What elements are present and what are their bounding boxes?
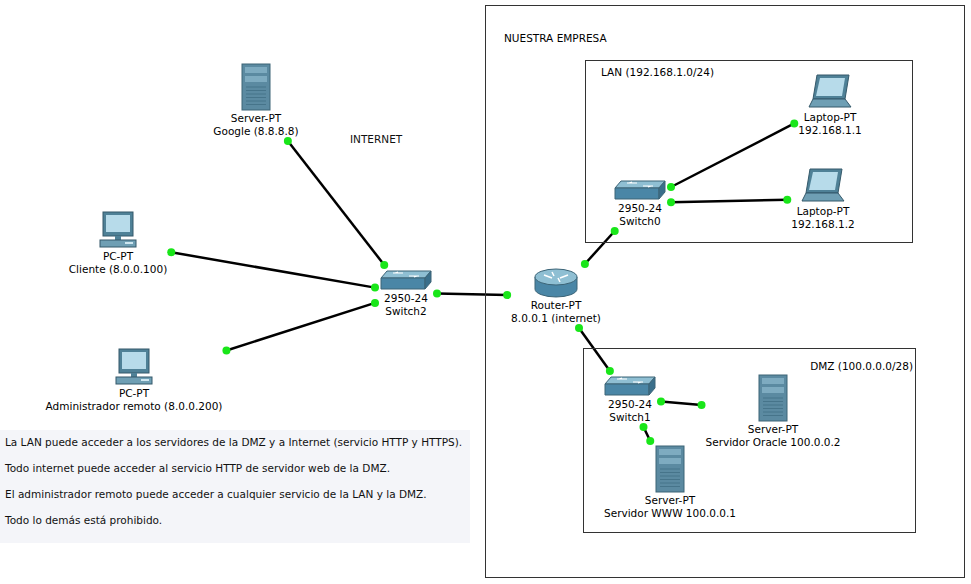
link-light bbox=[371, 299, 379, 307]
device-name: Switch0 bbox=[619, 215, 660, 228]
cable bbox=[437, 294, 507, 295]
switch-icon bbox=[379, 268, 433, 292]
server-icon bbox=[653, 444, 687, 494]
link-light bbox=[698, 401, 706, 409]
link-light bbox=[790, 119, 798, 127]
link-light bbox=[783, 196, 791, 204]
device-model: PC-PT bbox=[119, 387, 149, 400]
policy-note: Todo internet puede acceder al servicio … bbox=[5, 462, 390, 475]
cable bbox=[671, 123, 794, 187]
device-name: Switch2 bbox=[385, 305, 426, 318]
link-light bbox=[575, 324, 583, 332]
network-device: PC-PTCliente (8.0.0.100) bbox=[65, 207, 171, 279]
network-device: Server-PTServidor WWW 100.0.0.1 bbox=[600, 441, 740, 523]
device-model: 2950-24 bbox=[608, 398, 652, 411]
cable bbox=[171, 252, 375, 287]
cable bbox=[661, 402, 702, 405]
device-name: 192.168.1.2 bbox=[791, 218, 854, 231]
cable bbox=[643, 427, 650, 441]
link-light bbox=[639, 423, 647, 431]
laptop-icon bbox=[807, 73, 853, 111]
zone-title: LAN (192.168.1.0/24) bbox=[601, 66, 912, 79]
router-icon bbox=[532, 267, 580, 299]
link-light bbox=[167, 248, 175, 256]
network-link bbox=[667, 119, 798, 191]
device-model: Server-PT bbox=[748, 423, 798, 436]
device-name: Servidor WWW 100.0.0.1 bbox=[604, 507, 736, 520]
network-device: Router-PT8.0.0.1 (internet) bbox=[507, 264, 605, 328]
network-device: Laptop-PT192.168.1.2 bbox=[787, 164, 858, 234]
policy-note: Todo lo demás está prohibido. bbox=[5, 514, 162, 527]
device-name: Google (8.8.8.8) bbox=[213, 125, 298, 138]
link-light bbox=[380, 261, 388, 269]
network-zone: NUESTRA EMPRESA LAN (192.168.1.0/24) 2950-… bbox=[485, 5, 965, 578]
link-light bbox=[657, 398, 665, 406]
device-model: Server-PT bbox=[645, 494, 695, 507]
switch-icon bbox=[613, 178, 667, 202]
network-link bbox=[575, 324, 614, 375]
network-device: 2950-24Switch1 bbox=[599, 371, 661, 427]
notes-panel bbox=[0, 430, 470, 543]
network-device: Server-PTServidor Oracle 100.0.0.2 bbox=[702, 370, 845, 452]
zone-title: DMZ (100.0.0.0/28) bbox=[584, 360, 913, 373]
device-model: 2950-24 bbox=[384, 292, 428, 305]
device-name: Cliente (8.0.0.100) bbox=[69, 263, 167, 276]
device-name: Switch1 bbox=[609, 411, 650, 424]
cable bbox=[671, 200, 787, 203]
network-device: Server-PTGoogle (8.8.8.8) bbox=[209, 59, 302, 141]
network-link bbox=[639, 423, 654, 445]
server-icon bbox=[239, 62, 273, 112]
network-link bbox=[433, 290, 511, 299]
link-light bbox=[606, 367, 614, 375]
device-model: Router-PT bbox=[531, 299, 582, 312]
network-device: 2950-24Switch2 bbox=[375, 265, 437, 321]
device-name: Servidor Oracle 100.0.0.2 bbox=[706, 436, 841, 449]
link-light bbox=[667, 183, 675, 191]
server-icon bbox=[756, 373, 790, 423]
network-link bbox=[657, 398, 706, 409]
network-link bbox=[284, 137, 388, 269]
cable bbox=[585, 231, 615, 264]
link-light bbox=[284, 137, 292, 145]
network-link bbox=[667, 196, 791, 207]
device-name: 8.0.0.1 (internet) bbox=[511, 312, 601, 325]
network-link bbox=[167, 248, 379, 291]
policy-note: La LAN puede acceder a los servidores de… bbox=[5, 436, 462, 449]
zone-label: INTERNET bbox=[350, 133, 402, 146]
switch-icon bbox=[603, 374, 657, 398]
device-name: 192.168.1.1 bbox=[798, 124, 861, 137]
network-device: 2950-24Switch0 bbox=[609, 175, 671, 231]
network-link bbox=[581, 227, 619, 268]
network-zone: LAN (192.168.1.0/24)2950-24Switch0Laptop… bbox=[585, 60, 913, 243]
link-light bbox=[433, 290, 441, 298]
policy-note: El administrador remoto puede acceder a … bbox=[5, 488, 427, 501]
device-model: Laptop-PT bbox=[797, 205, 850, 218]
link-light bbox=[611, 227, 619, 235]
network-link bbox=[222, 299, 379, 355]
laptop-icon bbox=[800, 167, 846, 205]
network-zone: DMZ (100.0.0.0/28)2950-24Switch1Server-P… bbox=[583, 348, 916, 533]
network-device: Laptop-PT192.168.1.1 bbox=[794, 70, 865, 140]
pc-icon bbox=[113, 347, 155, 387]
device-model: Server-PT bbox=[231, 112, 281, 125]
link-light bbox=[646, 437, 654, 445]
pc-icon bbox=[97, 210, 139, 250]
cable bbox=[288, 141, 384, 265]
network-device: PC-PTAdministrador remoto (8.0.0.200) bbox=[42, 344, 227, 416]
cable bbox=[226, 303, 375, 351]
link-light bbox=[581, 260, 589, 268]
link-light bbox=[222, 346, 230, 354]
device-model: PC-PT bbox=[103, 250, 133, 263]
link-light bbox=[667, 198, 675, 206]
device-name: Administrador remoto (8.0.0.200) bbox=[46, 400, 223, 413]
link-light bbox=[371, 284, 379, 292]
device-model: 2950-24 bbox=[618, 202, 662, 215]
device-model: Laptop-PT bbox=[804, 111, 857, 124]
link-light bbox=[503, 291, 511, 299]
zone-title: NUESTRA EMPRESA bbox=[504, 32, 964, 45]
